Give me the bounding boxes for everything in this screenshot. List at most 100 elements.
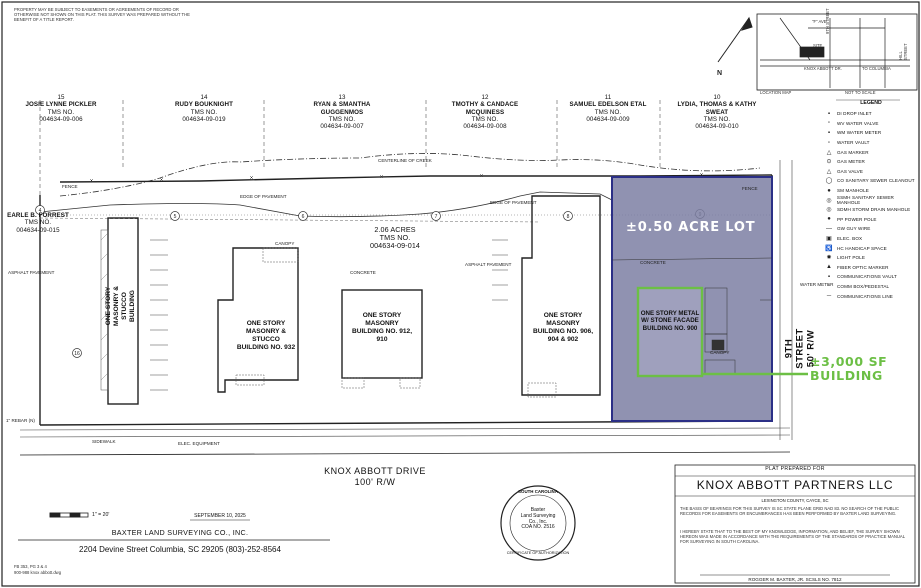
asphalt-note-2: ASPHALT PAVEMENT: [465, 262, 512, 267]
svg-text:6: 6: [302, 214, 305, 220]
survey-date: SEPTEMBER 10, 2025: [194, 513, 246, 519]
legend-text: PP POWER POLE: [837, 216, 877, 222]
field-book: FB 353, PG 3 & 4: [14, 564, 47, 569]
building-912-label: ONE STORY MASONRY BUILDING NO. 912, 910: [351, 312, 413, 343]
location-map-site: SITE: [813, 43, 823, 48]
legend-item: ▫WV WATER VALVE: [824, 119, 918, 129]
south-road-rw: 100' R/W: [354, 477, 396, 487]
building-area-callout: ±3,000 SF BUILDING: [810, 355, 887, 383]
owner-tms-label: TMS NO.: [47, 108, 75, 116]
legend-text: WM WATER METER: [837, 130, 882, 136]
svg-text:N: N: [717, 70, 722, 77]
owner-number: 14: [200, 94, 208, 101]
centerline-note: CENTERLINE OF CREEK: [378, 158, 432, 163]
svg-text:16: 16: [74, 351, 80, 357]
owner-block-13: 13 RYAN & SMANTHA GUGGENMOS TMS NO. 0046…: [296, 94, 388, 130]
location-map-title: LOCATION MAP: [760, 90, 792, 95]
legend-symbol-icon: —: [826, 225, 832, 232]
canopy-note: CANOPY: [275, 241, 295, 246]
legend-symbol-icon: ▲: [826, 264, 832, 271]
location-map-road4: HILL STREET: [898, 43, 908, 60]
legend-symbol-icon: ▪: [827, 110, 831, 117]
water-meter-note: WATER METER: [800, 282, 834, 287]
parcel-tms: 004634-09-014: [369, 241, 421, 251]
legend-text: GAS VALVE: [837, 168, 864, 174]
svg-text:5: 5: [174, 214, 177, 220]
owner-block-14: 14 RUDY BOUKNIGHT TMS NO. 004634-09-019: [158, 94, 250, 123]
parcel-label: 2.06 ACRES TMS NO. 004634-09-014: [340, 225, 450, 251]
legend-item: —GW GUY WIRE: [824, 224, 918, 234]
legend-symbol-icon: ▫: [827, 283, 831, 290]
seal-line2: Land Surveying: [520, 512, 556, 519]
legend-item: ▫ COMM BOX/PEDESTAL: [824, 282, 918, 292]
seal-line1: Baxter: [530, 507, 546, 513]
owner-tms: 004634-09-006: [39, 115, 83, 123]
surveyor-signature: ROGGER M. BAXTER, JR. SCSLS NO. 7812: [748, 577, 842, 582]
legend-text: SM MANHOLE: [837, 188, 869, 194]
building-932-label: ONE STORY MASONRY & STUCCO BUILDING NO. …: [236, 320, 296, 351]
legend-symbol-icon: ▣: [826, 236, 832, 243]
legend-text: SDMH STORM DRAIN MANHOLE: [837, 207, 911, 213]
legend-item: ◎ SDMH STORM DRAIN MANHOLE: [824, 205, 918, 215]
owner-name: RUDY BOUKNIGHT: [174, 101, 233, 109]
svg-text:7: 7: [435, 214, 438, 220]
south-road-name: KNOX ABBOTT DRIVE: [324, 466, 426, 476]
south-road-label: KNOX ABBOTT DRIVE 100' R/W: [290, 466, 460, 488]
fence-note-2: FENCE: [742, 186, 758, 191]
legend-item: ▪ WM WATER METER: [824, 128, 918, 138]
legend-symbol-icon: ▫: [827, 120, 831, 127]
concrete-note-2: CONCRETE: [640, 260, 666, 265]
legend-item: ▫ WATER VAULT: [824, 138, 918, 148]
owner-name: SAMUEL EDELSON ETAL: [569, 101, 647, 109]
legend-symbol-icon: ▪: [827, 129, 831, 136]
legend-item: ▣ ELEC. BOX: [824, 234, 918, 244]
legend-text: HC HANDICAP SPACE: [837, 245, 887, 251]
surveyor-company: BAXTER LAND SURVEYING CO., INC.: [111, 528, 249, 537]
legend-symbol-icon: ◯: [825, 178, 833, 185]
owner-tms: 004634-09-008: [463, 123, 507, 131]
notes-block: THE BASIS OF BEARINGS FOR THIS SURVEY IS…: [680, 506, 899, 516]
owner-number: 11: [604, 94, 612, 101]
owner-number: 10: [713, 94, 721, 101]
building-area-line2: BUILDING: [810, 368, 883, 383]
legend-item: ▲FIBER OPTIC MARKER: [824, 263, 918, 273]
location-map-road2: TO COLUMBIA: [862, 66, 891, 71]
location-map-road1: KNOX ABBOTT DR.: [804, 66, 842, 71]
legend-item: ◯ CO SANITARY SEWER CLEANOUT: [824, 176, 918, 186]
legend-item: ✸LIGHT POLE: [824, 253, 918, 263]
legend-text: CO SANITARY SEWER CLEANOUT: [837, 178, 915, 184]
legend-symbol-icon: △: [826, 168, 832, 175]
dwg-file: 900-988 knox abbott.dwg: [14, 570, 62, 575]
legend-symbol-icon: ♿: [825, 245, 833, 252]
canopy-note-2: CANOPY: [710, 350, 730, 355]
east-road-label: 9TH STREET 50' R/W: [784, 319, 817, 379]
legend-text: GAS MARKER: [837, 149, 869, 155]
plat-client: KNOX ABBOTT PARTNERS LLC: [696, 478, 894, 492]
legend-text: GAS METER: [837, 159, 865, 165]
lot-area-callout: ±0.50 ACRE LOT: [626, 220, 756, 235]
sidewalk-note: SIDEWALK: [92, 439, 116, 444]
building-906-label: ONE STORY MASONRY BUILDING NO. 906, 904 …: [532, 312, 594, 343]
seal-center: Baxter Land Surveying Co., Inc. COA NO. …: [512, 507, 564, 531]
owner-block-11: 11 SAMUEL EDELSON ETAL TMS NO. 004634-09…: [562, 94, 654, 123]
rebar-note: 1" REBAR (N): [6, 418, 35, 423]
legend-symbol-icon: ▪: [827, 273, 831, 280]
legend-text: SSMH SANITARY SEWER MANHOLE: [836, 195, 894, 206]
owner-block-10: 10 LYDIA, THOMAS & KATHY SWEAT TMS NO. 0…: [671, 94, 763, 130]
edge-note-1: EDGE OF PAVEMENT: [240, 194, 287, 199]
legend-text: WATER VAULT: [837, 140, 870, 146]
legend-text: COMM BOX/PEDESTAL: [837, 283, 890, 289]
legend-symbol-icon: ◎: [826, 207, 832, 214]
surveyor-address: 2204 Devine Street Columbia, SC 29205 (8…: [79, 545, 281, 554]
seal-line3: Co., Inc.: [528, 518, 548, 525]
owner-name: JOSIE LYNNE PICKLER: [25, 101, 97, 109]
legend-symbol-icon: ▫: [827, 139, 831, 146]
legend-title: LEGEND: [860, 100, 882, 106]
east-road-name: 9TH STREET: [783, 328, 806, 369]
fence-note-1: FENCE: [62, 184, 78, 189]
legend-text: ELEC. BOX: [837, 236, 863, 242]
legend-item: △ GAS VALVE: [824, 167, 918, 177]
owner-tms-label: TMS NO.: [190, 108, 218, 116]
owner-number: 15: [57, 94, 65, 101]
legend-symbol-icon: ●: [827, 187, 831, 194]
